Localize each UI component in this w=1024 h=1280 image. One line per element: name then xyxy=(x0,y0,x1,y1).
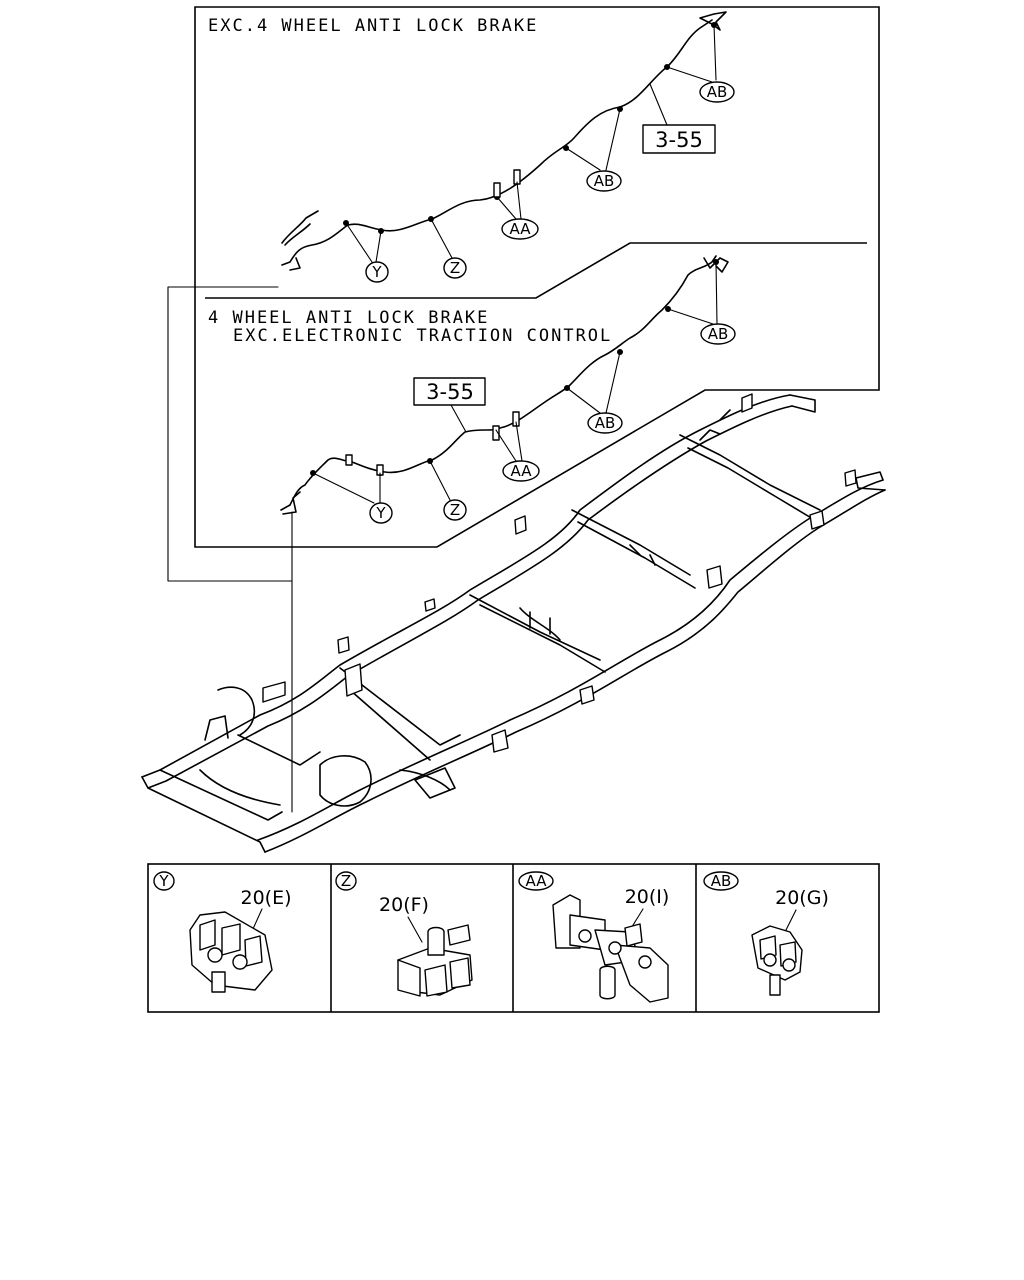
middle-callout-leaders xyxy=(312,261,718,504)
clip-ab-illustration xyxy=(751,925,803,996)
callout-ab-top-2: AB xyxy=(707,83,728,101)
legend-part-ab: 20(G) xyxy=(775,887,829,909)
middle-clip-points xyxy=(310,259,719,476)
callout-aa-middle: AA xyxy=(511,462,533,480)
vehicle-chassis-frame xyxy=(141,393,886,853)
legend-cell-aa: AA 20(I) xyxy=(518,871,670,1003)
top-section-title: EXC.4 WHEEL ANTI LOCK BRAKE xyxy=(208,16,538,36)
legend-key-z: Z xyxy=(341,872,351,890)
legend-key-aa: AA xyxy=(526,872,548,890)
legend-part-aa: 20(I) xyxy=(625,886,670,908)
panel-divider xyxy=(205,242,867,299)
leader-line xyxy=(167,286,293,582)
upper-panel-frame xyxy=(194,6,880,548)
callout-aa-top: AA xyxy=(510,220,532,238)
top-callout-leaders xyxy=(345,24,717,263)
clip-z-illustration xyxy=(397,924,473,997)
callout-z-middle: Z xyxy=(450,501,460,519)
legend-part-z: 20(F) xyxy=(379,894,429,916)
ref-label-middle: 3-55 xyxy=(426,380,474,404)
middle-brake-pipe xyxy=(280,255,729,515)
middle-section-title-2: EXC.ELECTRONIC TRACTION CONTROL xyxy=(233,326,612,346)
clip-legend-table xyxy=(147,863,880,1013)
legend-key-ab: AB xyxy=(711,872,732,890)
legend-key-y: Y xyxy=(158,872,169,890)
legend-cell-ab: AB 20(G) xyxy=(703,871,829,996)
clip-y-illustration xyxy=(189,911,273,993)
legend-part-y: 20(E) xyxy=(240,887,291,909)
callout-ab-middle-1: AB xyxy=(595,414,616,432)
clip-aa-illustration xyxy=(552,894,669,1003)
middle-ref-box: 3-55 xyxy=(413,377,486,433)
callout-ab-middle-2: AB xyxy=(708,325,729,343)
top-callouts: Y Z AA AB AB xyxy=(365,81,735,283)
callout-y-middle: Y xyxy=(375,504,386,522)
callout-ab-top-1: AB xyxy=(594,172,615,190)
top-brake-pipe xyxy=(281,11,727,271)
callout-z-top: Z xyxy=(450,259,460,277)
legend-cell-z: Z 20(F) xyxy=(335,871,473,997)
middle-section-title-1: 4 WHEEL ANTI LOCK BRAKE xyxy=(208,308,489,328)
ref-label-top: 3-55 xyxy=(655,128,703,152)
middle-callouts: Y Z AA AB AB xyxy=(369,323,736,524)
top-ref-box: 3-55 xyxy=(642,83,716,154)
callout-y-top: Y xyxy=(371,263,382,281)
legend-cell-y: Y 20(E) xyxy=(153,871,292,993)
